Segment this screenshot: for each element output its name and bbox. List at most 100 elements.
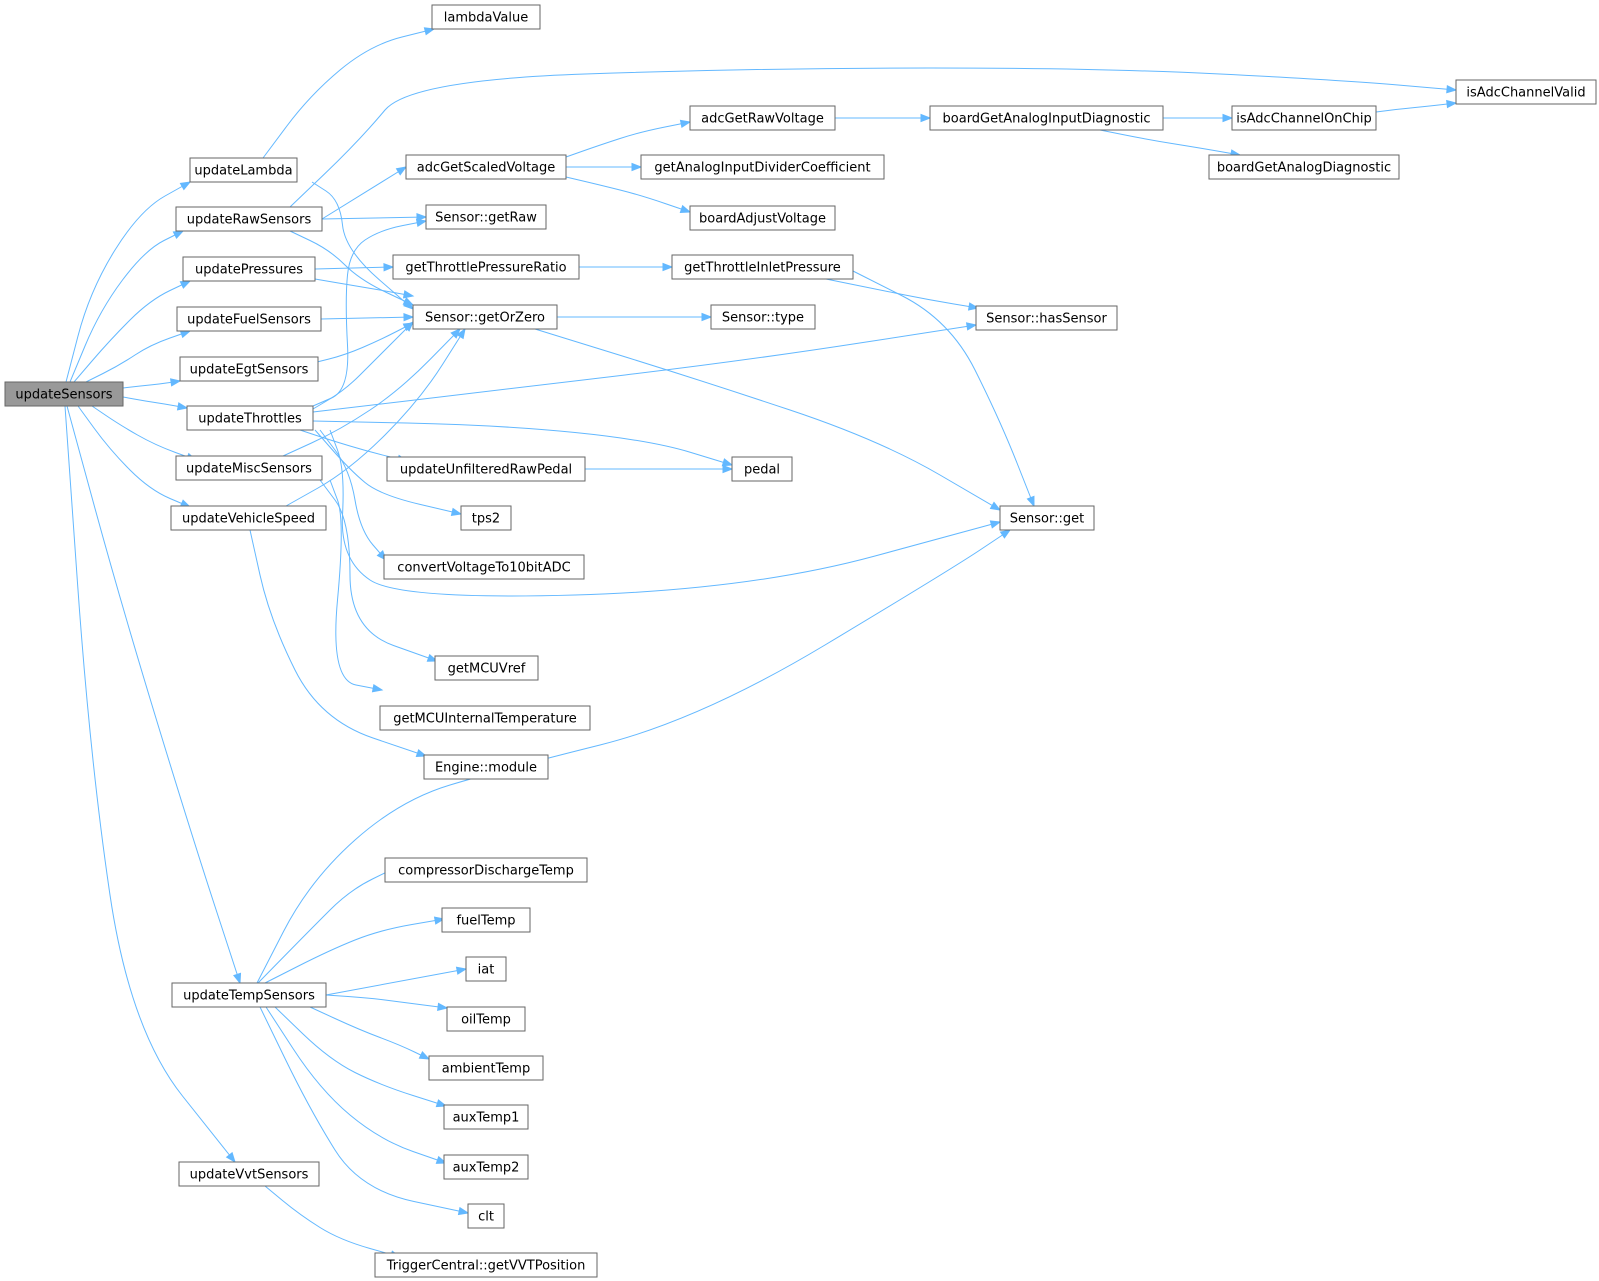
node-label: ambientTemp [442,1062,530,1077]
edge-line [321,216,427,220]
node-label: tps2 [472,512,500,527]
node-oilTemp[interactable]: oilTemp [446,1006,526,1032]
node-getMCUInternalTemperature[interactable]: getMCUInternalTemperature [379,705,591,731]
edge-updateRawSensors-to-adcGetScaledVoltage [321,166,408,220]
edge-line [256,529,1011,984]
node-getThrottlePressureRatio[interactable]: getThrottlePressureRatio [392,254,580,280]
node-tps2[interactable]: tps2 [460,505,512,531]
edge-updateRawSensors-to-sensorGetRaw [321,212,428,222]
node-engineModule[interactable]: Engine::module [423,754,549,780]
edge-line [311,181,414,310]
edge-line [329,429,1001,597]
edge-arrowhead [371,684,384,693]
node-box [374,1252,598,1278]
edge-line [312,321,414,410]
node-updateFuelSensors[interactable]: updateFuelSensors [176,306,322,332]
node-updateRawSensors[interactable]: updateRawSensors [175,206,323,232]
node-clt[interactable]: clt [467,1203,505,1229]
node-compressorDischargeTemp[interactable]: compressorDischargeTemp [384,857,588,883]
node-label: Sensor::getRaw [435,211,537,226]
node-sensorGetOrZero[interactable]: Sensor::getOrZero [412,304,558,330]
node-label: lambdaValue [444,11,528,26]
node-updateVehicleSpeed[interactable]: updateVehicleSpeed [170,505,327,531]
edge-updateMiscSensors-to-getMCUInternalTemperature [329,479,384,693]
node-adcGetScaledVoltage[interactable]: adcGetScaledVoltage [405,154,567,180]
edge-line [73,280,191,383]
edge-line [825,278,979,309]
node-box [182,256,316,282]
edge-arrowhead [415,218,428,227]
node-box [412,304,558,330]
node-updateMiscSensors[interactable]: updateMiscSensors [175,455,323,481]
edge-updateSensors-to-updateLambda [65,181,192,383]
edge-updateSensors-to-updateVvtSensors [64,405,236,1164]
node-updateTempSensors[interactable]: updateTempSensors [171,982,327,1008]
node-label: updateEgtSensors [190,363,309,378]
edge-updateTempSensors-to-sensorGet [256,529,1012,984]
edge-sensorGetOrZero-to-sensorGet [534,328,1002,511]
edge-sensorGetOrZero-to-sensorType [557,312,713,322]
edge-arrowhead [456,327,466,340]
node-label: getMCUVref [448,662,526,677]
node-lambdaValue[interactable]: lambdaValue [431,4,541,30]
edge-arrowhead [179,330,192,339]
node-sensorType[interactable]: Sensor::type [710,304,816,330]
node-box [434,655,539,681]
node-isAdcChannelValid[interactable]: isAdcChannelValid [1455,79,1597,105]
node-label: adcGetScaledVoltage [417,161,556,176]
node-box [175,206,323,232]
node-sensorHasSensor[interactable]: Sensor::hasSensor [975,305,1118,331]
node-updateThrottles[interactable]: updateThrottles [186,405,314,431]
node-box [467,1203,505,1229]
node-auxTemp1[interactable]: auxTemp1 [443,1104,529,1130]
node-isAdcChannelOnChip[interactable]: isAdcChannelOnChip [1231,105,1377,131]
node-convertVoltageTo10bitADC[interactable]: convertVoltageTo10bitADC [383,554,585,580]
node-getThrottleInletPressure[interactable]: getThrottleInletPressure [671,254,854,280]
node-fuelTemp[interactable]: fuelTemp [441,907,531,933]
node-box [423,754,549,780]
edge-arrowhead [383,263,395,272]
node-label: oilTemp [461,1013,511,1028]
node-iat[interactable]: iat [465,956,507,982]
node-getAnalogInputDividerCoefficient[interactable]: getAnalogInputDividerCoefficient [640,154,885,180]
node-box [4,381,124,407]
node-label: Sensor::type [722,311,804,326]
node-ambientTemp[interactable]: ambientTemp [428,1055,544,1081]
node-sensorGet[interactable]: Sensor::get [999,505,1095,531]
edge-adcGetRawVoltage-to-boardGetAnalogInputDiagnostic [835,113,932,123]
edge-updateTempSensors-to-iat [325,966,468,996]
node-label: fuelTemp [456,914,515,929]
node-getMCUVref[interactable]: getMCUVref [434,655,539,681]
node-label: updateMiscSensors [186,462,312,477]
edge-updateThrottles-to-convertVoltageTo10bitADC [319,429,387,562]
node-updateEgtSensors[interactable]: updateEgtSensors [179,356,319,382]
node-layer: updateSensors updateLambda updateRawSensor… [4,4,1597,1278]
edge-line [565,121,691,158]
node-auxTemp2[interactable]: auxTemp2 [443,1154,529,1180]
node-adcGetRawVoltage[interactable]: adcGetRawVoltage [689,105,836,131]
edge-updateThrottles-to-sensorGetRaw [312,218,428,407]
edge-line [249,529,427,757]
node-updateUnfilteredRawPedal[interactable]: updateUnfilteredRawPedal [386,456,586,482]
node-updateVvtSensors[interactable]: updateVvtSensors [178,1161,320,1187]
node-box [384,857,588,883]
node-updateLambda[interactable]: updateLambda [189,157,298,183]
node-boardGetAnalogDiagnostic[interactable]: boardGetAnalogDiagnostic [1208,154,1400,180]
edge-line [565,176,691,213]
node-updatePressures[interactable]: updatePressures [182,256,316,282]
edge-line [314,266,394,270]
node-box [446,1006,526,1032]
edge-arrowhead [437,1002,449,1011]
node-sensorGetRaw[interactable]: Sensor::getRaw [425,204,547,230]
node-pedal[interactable]: pedal [731,456,793,482]
node-updateSensors[interactable]: updateSensors [4,381,124,407]
edge-adcGetScaledVoltage-to-adcGetRawVoltage [565,119,692,158]
node-boardAdjustVoltage[interactable]: boardAdjustVoltage [689,205,836,231]
node-boardGetAnalogInputDiagnostic[interactable]: boardGetAnalogInputDiagnostic [929,105,1164,131]
node-label: updateRawSensors [187,213,312,228]
edge-updatePressures-to-getThrottlePressureRatio [314,263,395,272]
edge-line [264,918,445,984]
edge-line [325,994,448,1009]
node-getVVTPosition[interactable]: TriggerCentral::getVVTPosition [374,1252,598,1278]
